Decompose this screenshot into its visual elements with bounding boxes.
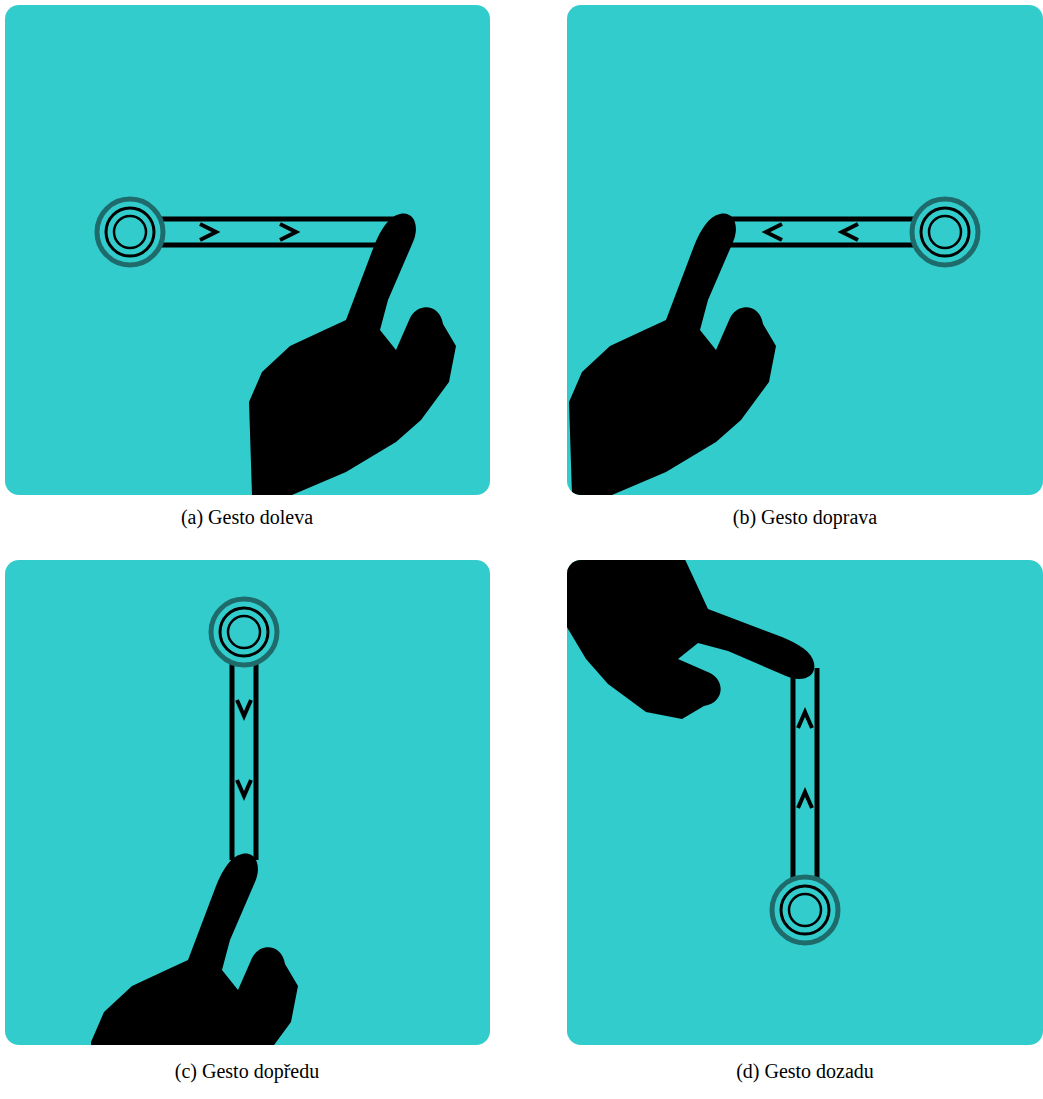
panel-backward xyxy=(533,512,1043,1045)
panel-right xyxy=(567,5,1043,495)
subfigure-caption: (a) Gesto doleva xyxy=(181,506,313,529)
subfigure-caption: (b) Gesto doprava xyxy=(733,506,877,529)
panel-left xyxy=(5,5,490,495)
subfigure-caption: (c) Gesto dopředu xyxy=(175,1060,319,1083)
panel-forward xyxy=(5,560,490,1099)
subfigure-caption: (d) Gesto dozadu xyxy=(736,1060,874,1083)
